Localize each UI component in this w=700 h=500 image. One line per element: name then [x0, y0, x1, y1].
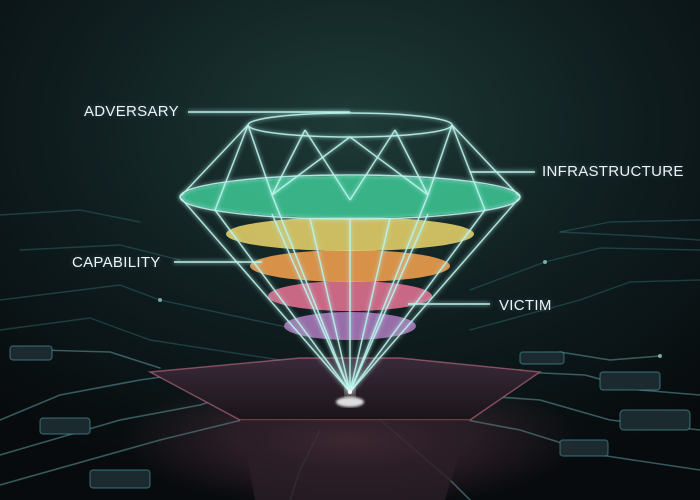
- layer-1: [182, 176, 518, 218]
- label-infrastructure: INFRASTRUCTURE: [542, 163, 684, 180]
- label-victim: VICTIM: [499, 297, 552, 314]
- label-adversary: ADVERSARY: [84, 103, 179, 120]
- tip-point: [348, 390, 352, 394]
- diamond-wireframe: [179, 112, 521, 393]
- leader-lines: [174, 111, 535, 305]
- label-capability: CAPABILITY: [72, 254, 161, 271]
- base-pad: [147, 357, 542, 500]
